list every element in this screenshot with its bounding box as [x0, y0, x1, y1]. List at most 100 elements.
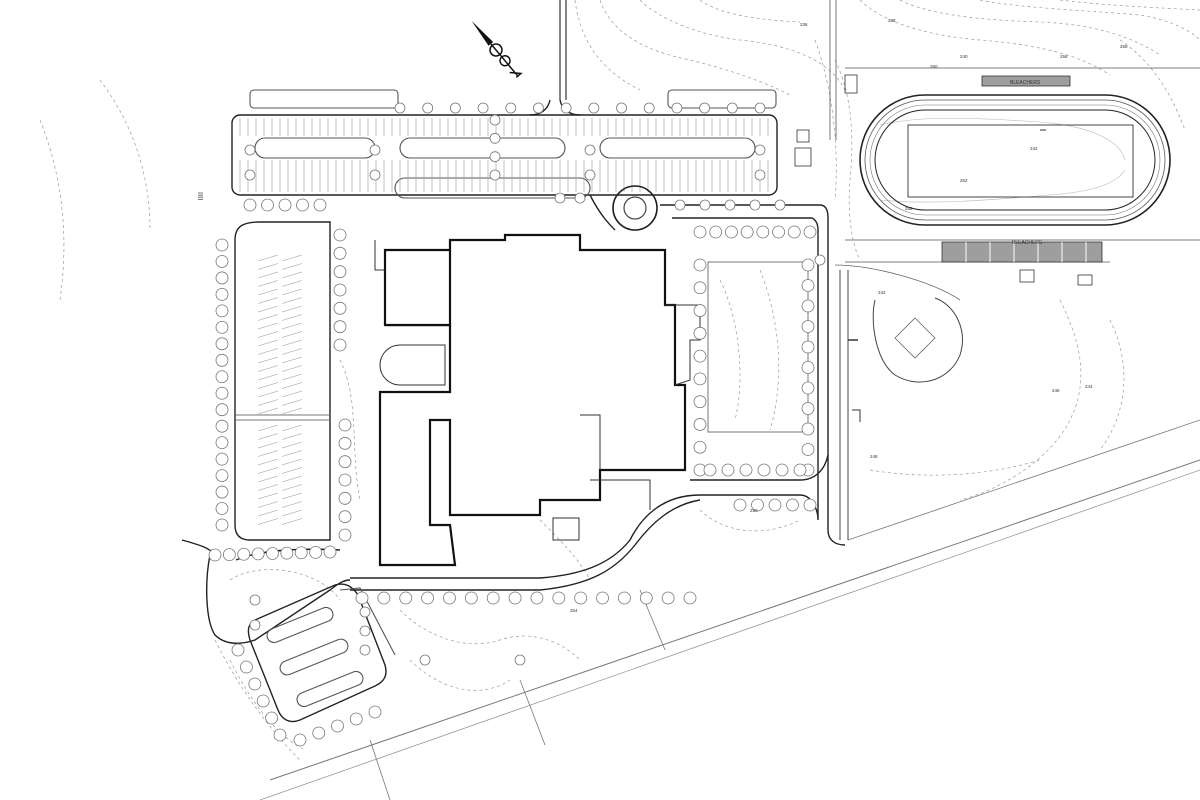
- tree: [530, 591, 544, 605]
- tree: [394, 102, 406, 114]
- spot-elevations: 236 238 240 242 242 244 246 248 250 252 …: [570, 18, 1128, 613]
- tree: [693, 281, 707, 295]
- running-track: [845, 67, 1200, 263]
- tree: [693, 349, 707, 363]
- parking-stall-line: [257, 314, 279, 321]
- tree: [215, 320, 229, 334]
- tree: [333, 265, 347, 279]
- tree: [296, 198, 309, 212]
- parking-stall-line: [281, 424, 303, 432]
- tree: [331, 719, 344, 733]
- tree: [333, 246, 347, 260]
- tree: [215, 386, 229, 400]
- parking-stall-line: [281, 390, 303, 398]
- tree: [368, 705, 382, 719]
- parking-stall-line: [257, 407, 279, 415]
- tree: [693, 304, 707, 317]
- tree: [703, 463, 717, 477]
- parking-stall-line: [281, 441, 303, 449]
- tree: [801, 422, 815, 436]
- north-parking-lot: [231, 89, 778, 199]
- tree: [477, 102, 489, 114]
- tree: [533, 102, 544, 114]
- tree: [215, 485, 229, 499]
- tree: [643, 102, 655, 114]
- tree: [323, 545, 337, 559]
- spot-elevation: 250: [750, 508, 758, 513]
- parking-stall-line: [257, 322, 279, 330]
- tree: [751, 498, 764, 512]
- tree: [772, 225, 785, 239]
- west-parking-lot: [234, 221, 331, 541]
- spot-elevation: 244: [1085, 384, 1093, 389]
- parking-stall-line: [257, 450, 279, 457]
- tree: [244, 144, 256, 156]
- tree: [508, 591, 522, 605]
- tree: [588, 102, 600, 114]
- parking-stall-line: [281, 288, 303, 296]
- tree: [338, 510, 352, 524]
- tree: [757, 463, 771, 477]
- tree: [775, 463, 789, 477]
- tree: [693, 418, 707, 431]
- parking-stall-line: [281, 322, 303, 330]
- tree: [749, 199, 761, 211]
- tree: [787, 225, 801, 239]
- tree: [399, 591, 413, 605]
- parking-stall-line: [281, 458, 303, 466]
- tree: [801, 340, 815, 354]
- parking-stall-line: [281, 280, 303, 287]
- parking-stall-line: [281, 365, 303, 372]
- spot-elevation: 246: [1052, 388, 1060, 393]
- tree: [333, 301, 347, 315]
- bleachers-north-label: BLEACHERS: [1010, 80, 1041, 86]
- parking-stall-line: [257, 441, 279, 449]
- tree: [560, 102, 572, 114]
- tree: [721, 463, 735, 477]
- tree: [239, 660, 253, 674]
- parking-stall-line: [257, 297, 279, 304]
- parking-stall-line: [257, 484, 279, 491]
- tree: [683, 591, 697, 605]
- tree: [215, 403, 229, 417]
- tree: [422, 102, 434, 114]
- tree: [774, 199, 786, 211]
- tree: [338, 455, 352, 469]
- practice-field: [707, 261, 809, 433]
- parking-stall-line: [257, 390, 279, 398]
- property-lines: [259, 0, 1200, 800]
- tree: [693, 440, 707, 454]
- tree: [505, 102, 517, 114]
- tree: [222, 548, 236, 562]
- spot-elevation: 252: [905, 206, 913, 211]
- tree: [231, 643, 245, 657]
- parking-stall-line: [281, 433, 303, 440]
- tree: [724, 199, 736, 211]
- bleachers-south-label: BLEACHERS: [1012, 240, 1043, 246]
- bleachers-north: BLEACHERS: [981, 75, 1071, 87]
- tree: [754, 102, 766, 114]
- parking-stall-line: [281, 407, 303, 415]
- tree: [215, 502, 229, 515]
- parking-stall-line: [257, 271, 279, 279]
- tree: [338, 436, 352, 450]
- parking-stall-line: [281, 509, 303, 517]
- parking-stall-line: [257, 288, 279, 296]
- parking-stall-line: [281, 501, 303, 508]
- parking-stall-line: [281, 314, 303, 321]
- baseball-field: [834, 264, 1200, 541]
- tree: [661, 591, 675, 605]
- tree: [574, 192, 586, 204]
- tree: [639, 591, 653, 605]
- tree: [489, 132, 501, 144]
- tree: [449, 102, 461, 114]
- parking-stall-line: [281, 331, 303, 338]
- parking-stall-line: [281, 399, 303, 406]
- tree: [574, 591, 588, 605]
- tree: [671, 102, 683, 114]
- tree: [786, 498, 799, 512]
- tree: [584, 169, 596, 181]
- tree: [756, 225, 770, 239]
- tree: [349, 712, 363, 726]
